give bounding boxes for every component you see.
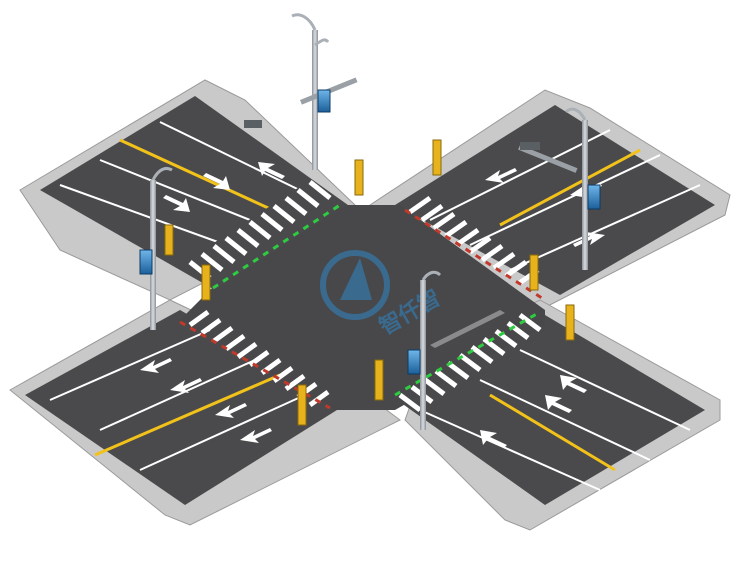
lane-arrows [140,162,605,448]
lamp-pole-west [139,166,173,330]
arrow-sw-1 [140,358,172,373]
bollard-7 [374,359,384,401]
arrow-nw-3 [163,195,190,212]
lamp-pole-east [518,107,601,270]
bollard-8 [297,384,307,426]
bollard-3 [164,224,174,256]
center-lines [94,138,641,472]
road-center [180,205,545,410]
arrow-sw-2 [170,378,202,393]
arrow-nw-1 [258,162,285,179]
median-strip [430,310,505,348]
screen-north [317,89,331,113]
arrow-se-3 [480,430,507,448]
screen-west [139,249,153,275]
arrow-ne-1 [485,168,517,183]
asphalt [25,96,715,505]
bollard-5 [529,254,539,291]
screen-east [587,184,601,210]
lamp-pole-north [244,13,358,170]
bollard-1 [354,159,364,196]
bollards [164,139,575,426]
screen-south [407,349,421,375]
arrow-se-1 [560,375,587,393]
road-sw [25,310,345,505]
arrow-ne-3 [573,232,605,247]
arrow-sw-4 [240,428,272,443]
arrow-nw-2 [203,173,230,190]
bollard-6 [565,304,575,341]
arrow-sw-3 [215,403,247,418]
lane-lines [49,121,701,491]
lamp-pole-south [407,270,442,430]
crosswalk-ne [404,195,546,302]
crosswalk-se [394,310,542,412]
bollard-4 [201,264,211,301]
arrow-se-2 [545,395,572,413]
bollard-2 [432,139,442,176]
crosswalk-nw [180,180,345,290]
